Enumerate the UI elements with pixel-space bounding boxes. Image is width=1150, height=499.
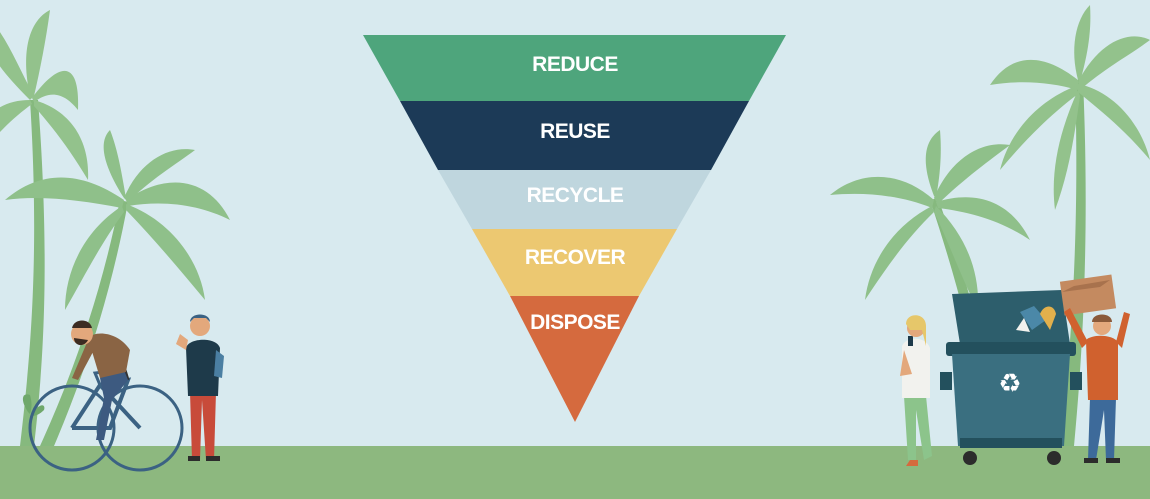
person-woman-phone	[900, 315, 932, 466]
tier-recover	[472, 229, 677, 296]
tier-dispose	[510, 296, 639, 422]
recycling-dumpster: ♻	[940, 290, 1082, 465]
plant-sprout	[22, 394, 45, 416]
person-walking-phone	[176, 314, 224, 461]
waste-hierarchy-funnel: REDUCE REUSE RECYCLE RECOVER DISPOSE	[363, 35, 786, 422]
tier-recycle	[438, 170, 711, 229]
palm-tree-left-front	[5, 130, 230, 446]
tier-reuse	[400, 101, 749, 170]
tier-reduce-label: REDUCE	[532, 53, 618, 76]
tier-dispose-label: DISPOSE	[530, 311, 620, 334]
tier-reuse-label: REUSE	[540, 120, 610, 143]
tier-recover-label: RECOVER	[525, 246, 626, 269]
tier-recycle-label: RECYCLE	[527, 184, 624, 207]
tier-reduce	[363, 35, 786, 101]
palm-tree-right-back	[990, 5, 1150, 446]
person-cyclist	[28, 320, 184, 472]
ground	[0, 446, 1150, 499]
person-carrying-box	[1059, 274, 1130, 463]
recycle-icon: ♻	[998, 369, 1021, 399]
